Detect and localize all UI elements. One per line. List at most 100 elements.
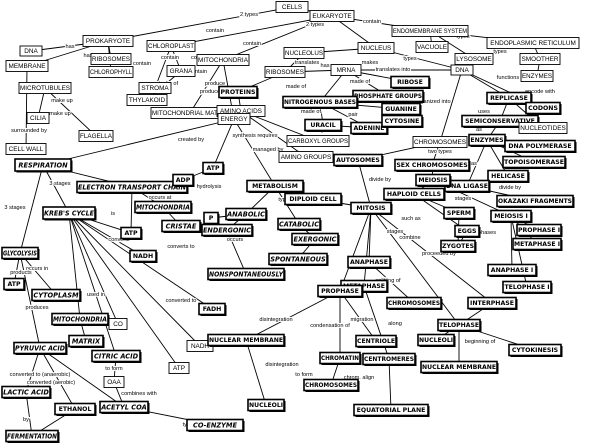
concept-label: NADH: [133, 253, 153, 260]
concept-cytokinesis: CYTOKINESIS: [508, 343, 563, 357]
link-label-halo: stages: [455, 196, 472, 202]
link-label-halo: make up: [49, 111, 70, 117]
connector-mitosis-anaphase: [368, 207, 372, 263]
concept-chromosomes-r: CHROMOSOMES: [412, 136, 468, 148]
link-label-halo: contain: [243, 41, 261, 47]
link-label: 3 stages: [49, 181, 70, 187]
concept-semiconservative: SEMICONSERVATIVE: [461, 114, 540, 128]
concept-fadh: FADH: [198, 302, 227, 316]
link-label-halo: to form: [105, 366, 123, 372]
concept-label: HAPLOID CELLS: [387, 191, 441, 198]
concept-label: CYTOKINESIS: [512, 347, 558, 354]
link-label-halo: to form: [295, 372, 313, 378]
concept-respiration: RESPIRATION: [14, 158, 73, 173]
link-label: translates into: [376, 67, 411, 73]
link-label-halo: migration: [350, 317, 373, 323]
concept-label: PROTEINS: [221, 89, 256, 96]
link-label-halo: types: [456, 34, 470, 40]
concept-prophase: PROPHASE: [317, 284, 364, 298]
concept-label: CELLS: [282, 4, 302, 11]
connector-enzymes_r-dna_ligase: [466, 139, 488, 187]
concept-label: TOPOISOMERASE: [504, 159, 564, 166]
concept-label: ENERGY: [221, 116, 249, 123]
concept-proteins: PROTEINS: [218, 85, 259, 99]
concept-label: DNA: [455, 67, 469, 74]
concept-okazaki: OKAZAKI FRAGMENTS: [496, 194, 575, 208]
concept-fermentation: FERMENTATION: [5, 429, 60, 443]
link-label-halo: 2 types: [306, 22, 324, 28]
link-label: as: [476, 127, 482, 133]
connector-respiration-krebs: [42, 164, 70, 214]
concept-chloroplast: CHLOROPLAST: [146, 40, 196, 52]
concept-nucleoli-low: NUCLEOLI: [247, 398, 286, 412]
concept-label: NONSPONTANEOUSLY: [209, 270, 284, 278]
link-label: such as: [401, 216, 420, 222]
concept-equatorial: EQUATORIAL PLANE: [353, 403, 430, 417]
concept-ethanol: ETHANOL: [54, 402, 97, 416]
link-label-halo: managed by: [253, 147, 284, 153]
link-label: is: [111, 211, 115, 217]
concept-cells: CELLS: [275, 1, 309, 13]
concept-label: MEMBRANE: [9, 63, 46, 70]
link-label: converts: [108, 237, 129, 243]
concept-label: MICROTUBULES: [20, 85, 70, 92]
link-label: types: [403, 56, 417, 62]
link-label-halo: synthesis requires: [232, 133, 277, 139]
concept-cristae: CRISTAE: [161, 219, 202, 233]
concept-label: CELL WALL: [9, 146, 44, 153]
concept-label: GLYCOLYSIS: [3, 249, 37, 257]
concept-label: FERMENTATION: [7, 432, 57, 440]
link-label: occurs in: [26, 266, 48, 272]
concept-label: THYLAKOID: [129, 97, 166, 104]
link-label: condensation of: [310, 323, 350, 329]
link-label-halo: contain: [206, 28, 224, 34]
link-label-halo: occurs at: [149, 195, 172, 201]
link-label: organized into: [415, 99, 450, 105]
concept-label: CATABOLIC: [279, 220, 319, 228]
link-label-halo: used in: [87, 292, 105, 298]
concept-label: ENZYMES: [522, 73, 552, 80]
concept-label: CRISTAE: [166, 222, 197, 230]
concept-label: RESPIRATION: [18, 161, 68, 169]
link-label: contain: [133, 61, 151, 67]
concept-label: MITOCHONDRIAL MATRIX: [152, 110, 229, 117]
link-label-halo: divide by: [369, 177, 391, 183]
link-label-halo: products: [10, 270, 32, 276]
concept-label: CHLOROPLAST: [148, 43, 194, 50]
concept-label: NITROGENOUS BASES: [284, 99, 356, 106]
concept-chromatin: CHROMATIN: [319, 351, 362, 365]
concept-nucleus: NUCLEUS: [357, 42, 395, 54]
concept-label: MEIOSIS: [418, 177, 447, 184]
connector-krebs-nadh_low: [68, 212, 201, 347]
concept-atp-low: ATP: [168, 362, 190, 374]
concept-endomembrane: ENDOMEMBRANE SYSTEM: [391, 25, 469, 37]
concept-chlorophyll: CHLOROPHYLL: [88, 66, 134, 78]
concept-anaphase-i: ANAPHASE I: [487, 263, 538, 277]
concept-label: ELECTRON TRANSPORT CHAIN: [78, 183, 186, 191]
link-label-halo: encode with: [525, 89, 555, 95]
link-label-halo: beginning of: [465, 339, 496, 345]
link-label-halo: produce: [200, 89, 220, 95]
link-label: hydrolysis: [197, 184, 222, 190]
concept-label: NUCLEUS: [361, 45, 392, 52]
connector-prophase-centriole: [339, 290, 377, 342]
connector-krebs-co2: [68, 212, 119, 325]
concept-citric-acid: CITRIC ACID: [91, 349, 142, 363]
link-label-halo: disintegration: [265, 362, 298, 368]
link-label-halo: produce: [205, 81, 225, 87]
concept-label: DIPLOID CELL: [289, 196, 336, 203]
link-label-halo: pair: [348, 112, 357, 118]
connector-chloroplast-stroma: [154, 45, 172, 89]
link-label-halo: types: [403, 56, 417, 62]
link-label-halo: occurs: [227, 237, 244, 243]
concept-matrix: MATRIX: [68, 334, 105, 348]
concept-eukaryote: EUKARYOTE: [309, 10, 355, 22]
concept-label: ETHANOL: [59, 406, 92, 413]
concept-label: CO-ENZYME: [193, 421, 237, 429]
link-label: made of: [286, 84, 307, 90]
concept-label: SPERM: [447, 210, 471, 217]
concept-co2: CO: [108, 318, 128, 330]
link-label: by: [23, 417, 29, 423]
link-label: chrom. align: [344, 375, 374, 381]
